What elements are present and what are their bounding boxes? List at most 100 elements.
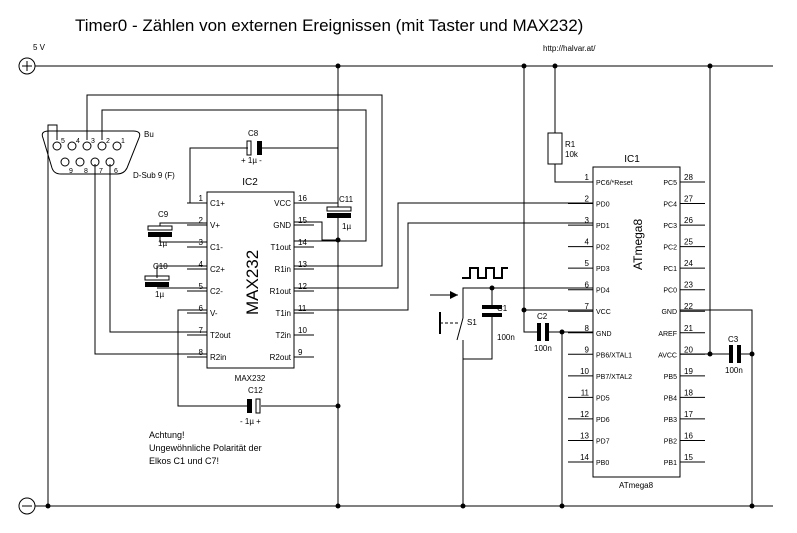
pin-number: 28 [684, 173, 693, 182]
pin-name: V- [210, 309, 218, 318]
pin-name: PB1 [664, 460, 677, 467]
pin-name: PC2 [663, 245, 677, 252]
pin-name: PD2 [596, 245, 610, 252]
pin-number: 23 [684, 281, 693, 290]
dsub-pin-label: 2 [106, 138, 110, 145]
pin-name: R2in [210, 353, 226, 362]
pin-name: PD7 [596, 438, 610, 445]
c8-ref: C8 [248, 129, 259, 138]
c2-value: 100n [534, 344, 552, 353]
dsub-pin-label: 4 [76, 138, 80, 145]
capacitor-c1: C1 100n [482, 304, 515, 342]
pin-name: PD1 [596, 223, 610, 230]
pin-number: 27 [684, 195, 693, 204]
capacitor-c11: C11 1µ [326, 195, 354, 231]
pin-name: PC5 [663, 180, 677, 187]
pin-number: 7 [199, 326, 204, 335]
dsub-pin-label: 5 [61, 138, 65, 145]
pin-name: AREF [658, 331, 677, 338]
ic1-right-pins: 28PC527PC426PC325PC224PC123PC022GND21ARE… [658, 173, 705, 467]
c11-value: 1µ [342, 222, 351, 231]
c2-ref: C2 [537, 312, 548, 321]
note-line1: Achtung! [149, 430, 185, 440]
dsub-pin-label: 9 [69, 168, 73, 175]
pin-number: 22 [684, 302, 693, 311]
pin-number: 11 [298, 304, 307, 313]
pin-number: 16 [298, 194, 307, 203]
pin-number: 24 [684, 259, 693, 268]
pin-name: PC6/*Reset [596, 180, 633, 187]
dsub-pin-9 [60, 157, 70, 167]
pin-number: 20 [684, 345, 693, 354]
pin-name: PB7/XTAL2 [596, 374, 632, 381]
pin-number: 9 [585, 345, 590, 354]
resistor-r1: R1 10k [547, 132, 579, 165]
source-url: http://halvar.at/ [543, 44, 596, 53]
dsub-pin-label: 8 [84, 168, 88, 175]
note-line3: Elkos C1 und C7! [149, 456, 219, 466]
pin-name: R2out [270, 353, 292, 362]
pin-number: 9 [298, 348, 303, 357]
pin-number: 15 [684, 453, 693, 462]
pin-number: 10 [580, 367, 589, 376]
c12-ref: C12 [248, 386, 263, 395]
pin-number: 6 [199, 304, 204, 313]
capacitor-c8: C8 + 1µ - [241, 129, 262, 165]
pin-number: 4 [585, 238, 590, 247]
pin-number: 19 [684, 367, 693, 376]
ic1-atmega8: IC1 ATmega8 ATmega8 1PC6/*Reset2PD03PD14… [568, 154, 705, 490]
pin-number: 12 [580, 410, 589, 419]
c10-value: 1µ [155, 290, 164, 299]
pin-name: PC0 [663, 288, 677, 295]
ic2-ref: IC2 [242, 177, 258, 188]
c12-value: - 1µ + [240, 417, 261, 426]
pin-name: T2in [275, 331, 291, 340]
r1-ref: R1 [565, 140, 576, 149]
c11-ref: C11 [339, 195, 354, 204]
ic2-caption: MAX232 [235, 374, 266, 383]
ic1-left-pins: 1PC6/*Reset2PD03PD14PD25PD36PD47VCC8GND9… [568, 173, 633, 467]
pin-name: VCC [274, 199, 291, 208]
pin-name: PB3 [664, 417, 677, 424]
pin-name: T1in [275, 309, 291, 318]
s1-ref: S1 [467, 318, 477, 327]
pin-number: 5 [585, 259, 590, 268]
c10-ref: C10 [153, 262, 168, 271]
dsub-pin-8 [75, 157, 85, 167]
ic1-ref: IC1 [624, 154, 640, 165]
pin-number: 5 [199, 282, 204, 291]
c1-value: 100n [497, 333, 515, 342]
dsub-pin-4 [67, 141, 77, 151]
pin-name: PB2 [664, 438, 677, 445]
pin-name: T1out [271, 243, 292, 252]
pin-name: PC4 [663, 202, 677, 209]
pin-name: C1+ [210, 199, 225, 208]
dsub-pin-label: 3 [91, 138, 95, 145]
c3-value: 100n [725, 366, 743, 375]
ic1-caption: ATmega8 [619, 481, 654, 490]
pin-number: 26 [684, 216, 693, 225]
pin-number: 14 [580, 453, 589, 462]
pin-number: 7 [585, 302, 590, 311]
junctions [45, 63, 755, 509]
pin-name: C1- [210, 243, 223, 252]
pin-name: GND [596, 331, 612, 338]
pin-name: PB4 [664, 395, 677, 402]
warning-note: Achtung! Ungewöhnliche Polarität der Elk… [149, 430, 262, 466]
pin-name: V+ [210, 221, 220, 230]
dsub-pin-label: 6 [114, 168, 118, 175]
pin-name: C2- [210, 287, 223, 296]
dsub-pin-label: 7 [99, 168, 103, 175]
connector-name: Bu [144, 130, 154, 139]
pin-name: PB0 [596, 460, 609, 467]
dsub-pin-3 [82, 141, 92, 151]
pin-number: 6 [585, 281, 590, 290]
pin-number: 11 [581, 388, 590, 397]
c1-ref: C1 [497, 304, 508, 313]
pin-number: 8 [585, 324, 590, 333]
pin-number: 4 [199, 260, 204, 269]
pin-name: GND [661, 309, 677, 316]
ic1-part: ATmega8 [631, 219, 645, 270]
